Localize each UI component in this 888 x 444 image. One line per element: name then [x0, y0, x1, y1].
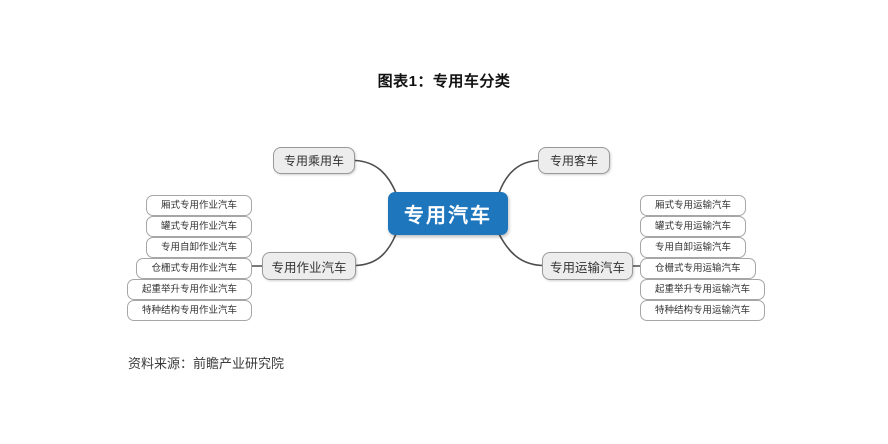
root-node: 专用汽车 [388, 192, 508, 235]
leaf-node-right-1: 厢式专用运输汽车 [640, 195, 747, 216]
leaf-node-right-3: 专用自卸运输汽车 [640, 237, 747, 258]
root-node-label: 专用汽车 [404, 205, 492, 227]
leaf-node-right-6: 特种结构专用运输汽车 [640, 300, 766, 321]
leaf-node-left-5: 起重举升专用作业汽车 [126, 279, 252, 300]
branch-label: 专用运输汽车 [549, 260, 625, 275]
branch-label: 专用乘用车 [283, 154, 344, 168]
branch-node-bus: 专用客车 [538, 147, 610, 174]
connector-bottom-left [355, 233, 397, 267]
connector-bottom-right [498, 233, 543, 267]
connector-top-left [354, 159, 397, 194]
leaf-node-left-2: 罐式专用作业汽车 [145, 216, 252, 237]
leaf-node-left-6: 特种结构专用作业汽车 [126, 300, 252, 321]
leaf-node-left-1: 厢式专用作业汽车 [145, 195, 252, 216]
branch-node-operation-vehicle: 专用作业汽车 [262, 252, 356, 280]
branch-label: 专用作业汽车 [271, 260, 347, 275]
leaf-node-left-4: 仓栅式专用作业汽车 [136, 258, 252, 279]
branch-label: 专用客车 [549, 154, 598, 168]
connector-top-right [498, 159, 539, 194]
leaf-node-left-3: 专用自卸作业汽车 [145, 237, 252, 258]
branch-node-passenger-car: 专用乘用车 [273, 147, 355, 174]
leaf-node-right-4: 仓栅式专用运输汽车 [640, 258, 756, 279]
data-source-note: 资料来源：前瞻产业研究院 [128, 356, 285, 371]
leaf-node-right-2: 罐式专用运输汽车 [640, 216, 747, 237]
figure-title: 图表1：专用车分类 [377, 73, 511, 90]
branch-node-transport-vehicle: 专用运输汽车 [542, 252, 633, 280]
leaf-node-right-5: 起重举升专用运输汽车 [640, 279, 766, 300]
